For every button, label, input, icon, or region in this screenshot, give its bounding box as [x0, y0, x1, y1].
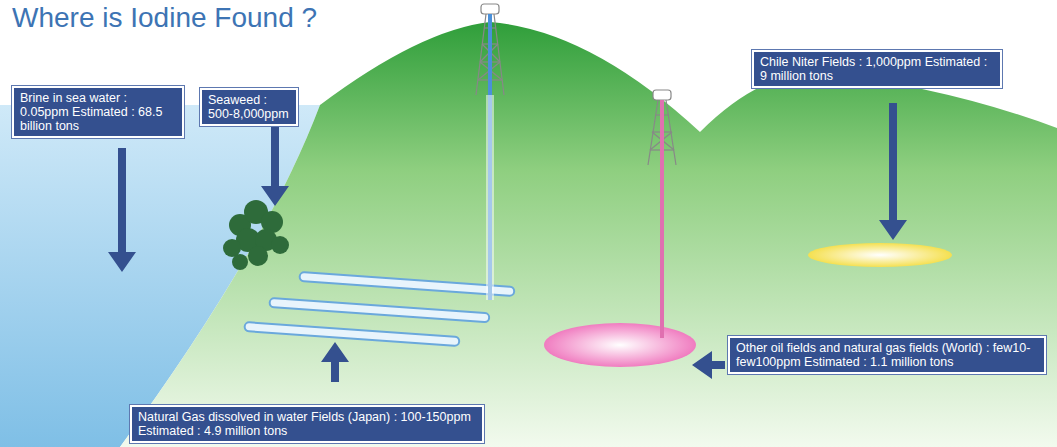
box-text: Brine in sea water : 0.05ppm Estimated :… [20, 91, 176, 133]
arrow-seaweed [261, 125, 289, 206]
box-text: Natural Gas dissolved in water Fields (J… [138, 410, 476, 438]
pink-well-pipe [660, 100, 664, 338]
oil-gas-field [544, 323, 696, 367]
seaweed [223, 200, 289, 270]
niter-field [808, 243, 952, 267]
arrow-brine [108, 148, 136, 272]
box-text: Other oil fields and natural gas fields … [736, 341, 1038, 369]
arrow-oil [692, 351, 725, 379]
info-box: Seaweed : 500-8,000ppm [200, 88, 298, 126]
info-box: Chile Niter Fields : 1,000ppm Estimated … [752, 50, 1002, 88]
info-box: Brine in sea water : 0.05ppm Estimated :… [12, 86, 184, 138]
land [120, 22, 1057, 447]
diagram-title: Where is Iodine Found ? [12, 2, 317, 34]
info-box: Other oil fields and natural gas fields … [728, 336, 1046, 374]
info-box: Natural Gas dissolved in water Fields (J… [130, 405, 484, 443]
box-text: Chile Niter Fields : 1,000ppm Estimated … [760, 55, 994, 83]
gas-pipes [244, 272, 514, 346]
arrow-niter [879, 103, 907, 240]
blue-well-pipe-glow [486, 95, 494, 300]
arrow-gas [321, 342, 349, 382]
box-text: Seaweed : 500-8,000ppm [208, 93, 290, 121]
